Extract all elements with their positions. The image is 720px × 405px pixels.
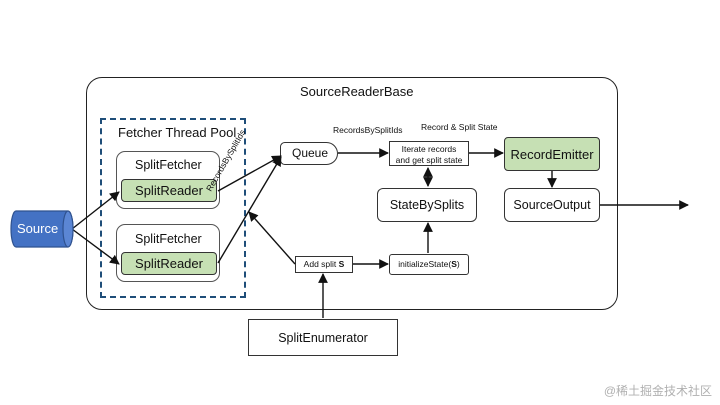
fetcher-thread-pool (100, 118, 246, 298)
state-by-splits: StateBySplits (377, 188, 477, 222)
watermark: @稀土掘金技术社区 (603, 384, 712, 398)
arrow-reader-1-to-queue (217, 155, 282, 192)
source-cylinder-icon (10, 210, 74, 248)
split-fetcher-2-label: SplitFetcher (135, 232, 202, 246)
source-reader-base-title: SourceReaderBase (300, 84, 414, 99)
fetcher-thread-pool-label: Fetcher Thread Pool (118, 125, 237, 140)
iterate-records-box: Iterate records and get split state (389, 141, 469, 166)
iterate-records-line1: Iterate records (401, 144, 457, 154)
queue (280, 142, 338, 165)
add-split-var: S (338, 259, 345, 270)
record-emitter: RecordEmitter (504, 137, 600, 171)
initialize-state-box: initializeState(S) (389, 254, 469, 275)
queue-label: Queue (292, 146, 329, 160)
arrow-reader-2-to-queue (217, 156, 282, 264)
source-label: Source (17, 221, 59, 236)
split-enumerator: SplitEnumerator (248, 319, 398, 356)
initialize-state-prefix: initializeState( (398, 259, 452, 270)
record-split-state-label: Record & Split State (421, 122, 498, 132)
arrow-addsplit-to-pool (248, 211, 296, 265)
arrow-source-to-reader-2 (71, 228, 120, 265)
source-reader-base-container (86, 77, 618, 310)
records-by-split-ids-label: RecordsBySplitIds (333, 125, 403, 135)
split-reader-2: SplitReader (121, 252, 217, 275)
add-split-box: Add split S (295, 256, 353, 273)
add-split-prefix: Add split (303, 259, 339, 270)
arrow-source-to-reader-1 (71, 191, 120, 230)
initialize-state-var: S (451, 259, 457, 270)
iterate-records-line2: and get split state (395, 155, 463, 165)
split-fetcher-1-label: SplitFetcher (135, 158, 202, 172)
source-output: SourceOutput (504, 188, 600, 222)
initialize-state-suffix: ) (456, 259, 460, 270)
split-reader-1: SplitReader (121, 179, 217, 202)
